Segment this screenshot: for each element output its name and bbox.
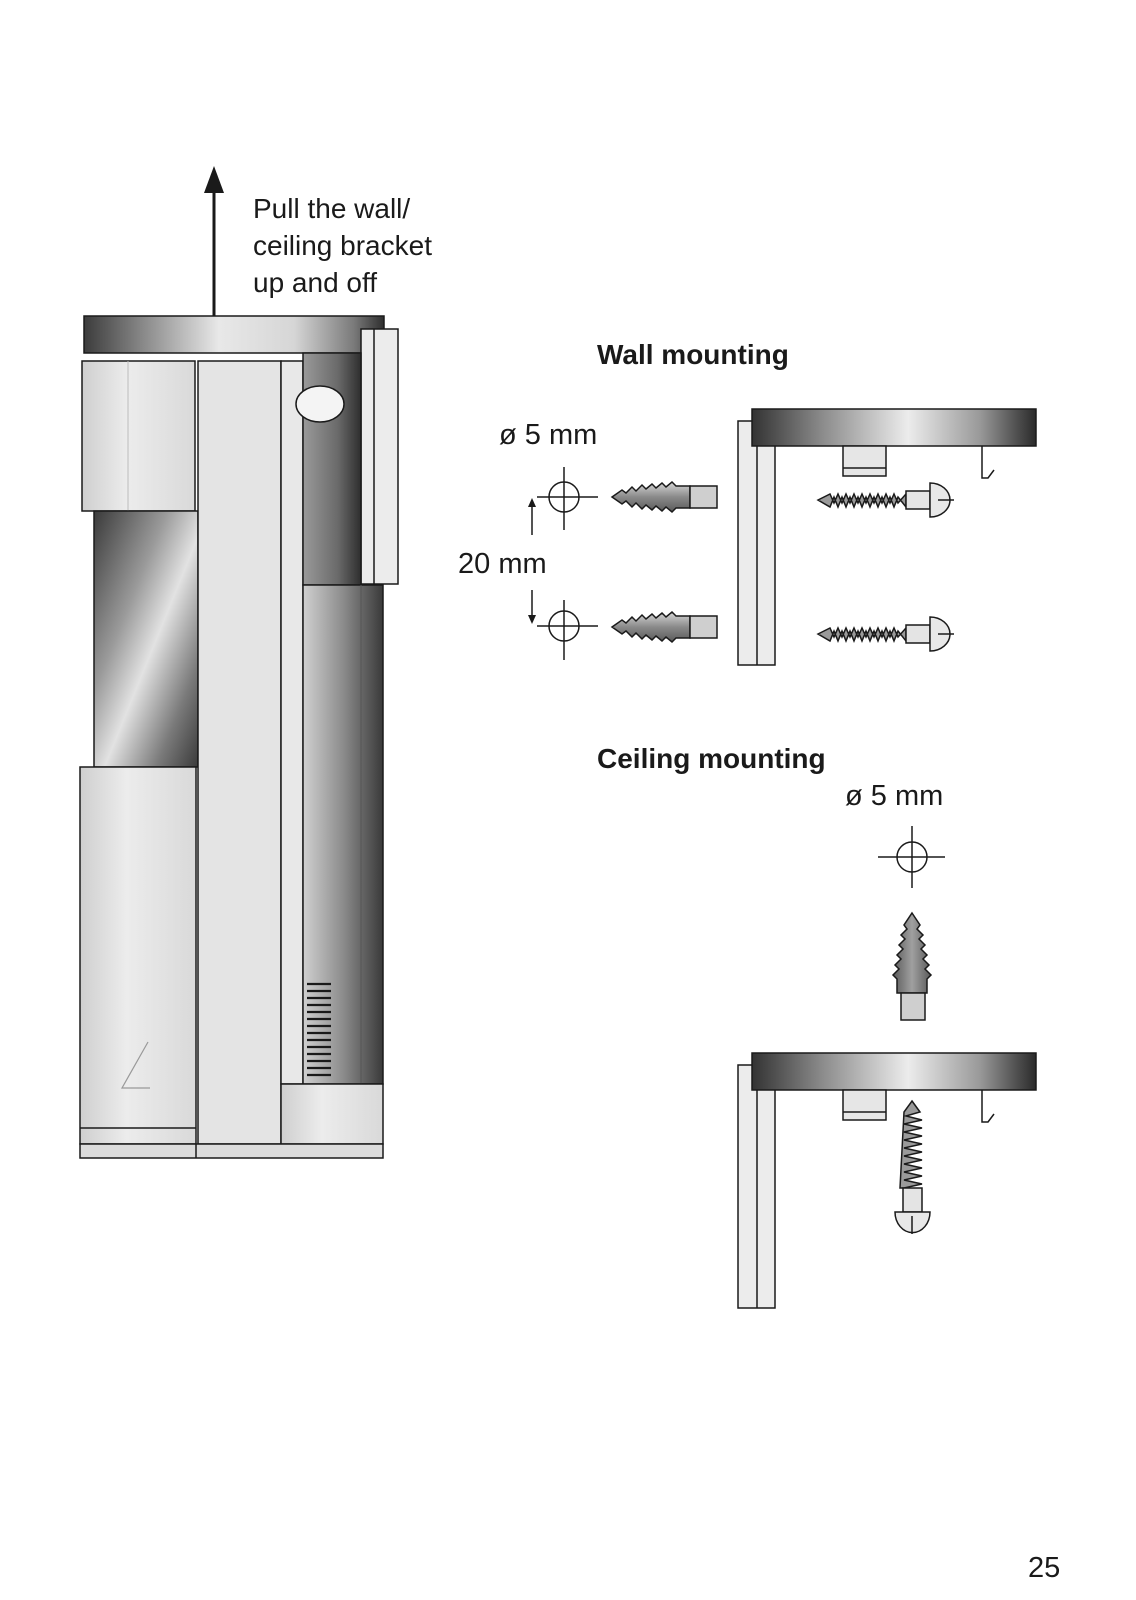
ventilation-grille bbox=[307, 982, 331, 1077]
wall-drill-diameter-label: ø 5 mm bbox=[499, 419, 598, 451]
bracket-clip bbox=[981, 446, 995, 479]
device-middle-section bbox=[93, 510, 199, 768]
device-top-cap bbox=[83, 315, 385, 354]
device-base bbox=[280, 1083, 384, 1145]
ceiling-anchor-icon bbox=[891, 911, 933, 1021]
wall-mounting-heading: Wall mounting bbox=[597, 339, 789, 370]
wall-anchor-icon bbox=[610, 480, 718, 514]
ceiling-mounting-heading: Ceiling mounting bbox=[597, 743, 826, 774]
ceiling-screw-icon bbox=[894, 1099, 931, 1234]
bracket-tab bbox=[842, 445, 887, 477]
device-left-lower-block bbox=[79, 766, 197, 1145]
pull-off-instruction: Pull the wall/ ceiling bracket up and of… bbox=[253, 190, 432, 301]
bracket-tab bbox=[842, 1089, 887, 1121]
wall-bracket-top-plate bbox=[751, 408, 1037, 447]
ceiling-bracket-top-plate bbox=[751, 1052, 1037, 1091]
ceiling-mounting-diagram bbox=[737, 826, 1037, 1309]
instruction-line: up and off bbox=[253, 267, 378, 298]
bracket-clip bbox=[981, 1090, 995, 1123]
spacing-dimension-arrows bbox=[528, 498, 536, 624]
drill-hole-marker-icon bbox=[878, 826, 945, 888]
device-left-upper-block bbox=[81, 360, 196, 512]
hole-spacing-label: 20 mm bbox=[458, 548, 547, 580]
instruction-line: ceiling bracket bbox=[253, 230, 432, 261]
device-central-panel bbox=[197, 360, 282, 1145]
wall-anchor-icon bbox=[610, 610, 718, 644]
instruction-line: Pull the wall/ bbox=[253, 193, 411, 224]
drill-hole-marker-icon bbox=[537, 600, 598, 660]
ceiling-drill-diameter-label: ø 5 mm bbox=[845, 780, 944, 812]
wall-mounting-diagram bbox=[528, 408, 1037, 666]
screw-icon bbox=[816, 616, 954, 652]
pull-up-arrow-icon bbox=[204, 166, 224, 328]
device-right-lower-column bbox=[302, 584, 384, 1085]
mains-wiring-symbol bbox=[120, 1041, 150, 1089]
drill-hole-marker-icon bbox=[537, 467, 598, 530]
device-illustration bbox=[79, 166, 399, 1159]
device-top-opening bbox=[295, 385, 345, 423]
bracket-side-plate bbox=[360, 328, 399, 585]
page-number: 25 bbox=[1028, 1552, 1061, 1584]
screw-icon bbox=[816, 482, 954, 518]
